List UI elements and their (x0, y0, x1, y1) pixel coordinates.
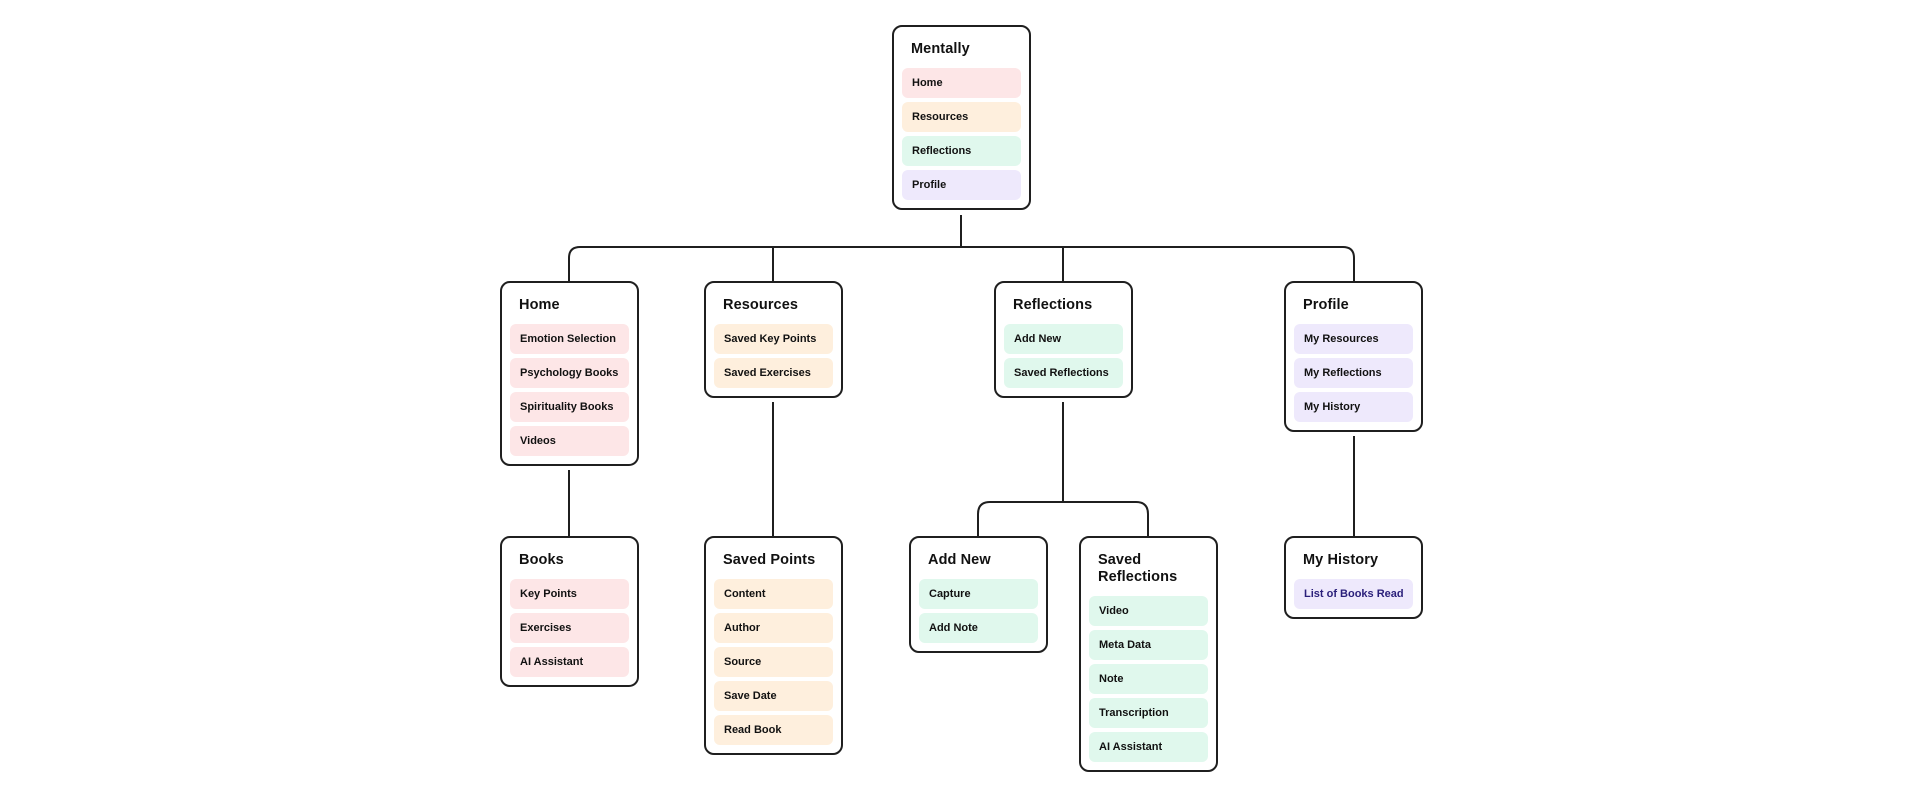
node-item-add-new: Add New (1004, 324, 1123, 354)
node-item-profile: Profile (902, 170, 1021, 200)
node-title: Profile (1303, 297, 1349, 313)
node-item-note: Note (1089, 664, 1208, 694)
node-item-videos: Videos (510, 426, 629, 456)
node-item-my-reflections: My Reflections (1294, 358, 1413, 388)
node-item-save-date: Save Date (714, 681, 833, 711)
node-item-ai-assistant: AI Assistant (1089, 732, 1208, 762)
node-item-spirituality-books: Spirituality Books (510, 392, 629, 422)
node-title: Resources (723, 297, 799, 313)
node-item-read-book: Read Book (714, 715, 833, 745)
node-title: My History (1303, 552, 1379, 568)
node-title: Mentally (911, 41, 970, 57)
node-item-exercises: Exercises (510, 613, 629, 643)
node-item-emotion-selection: Emotion Selection (510, 324, 629, 354)
my-history-node-card: My History List of Books Read (1284, 536, 1423, 619)
node-item-saved-exercises: Saved Exercises (714, 358, 833, 388)
node-item-video: Video (1089, 596, 1208, 626)
node-item-my-resources: My Resources (1294, 324, 1413, 354)
node-item-ai-assistant: AI Assistant (510, 647, 629, 677)
node-item-meta-data: Meta Data (1089, 630, 1208, 660)
node-item-list-of-books-read: List of Books Read (1294, 579, 1413, 609)
node-item-add-note: Add Note (919, 613, 1038, 643)
node-title: Saved Reflections (1098, 552, 1178, 585)
node-title: Saved Points (723, 552, 816, 568)
node-item-key-points: Key Points (510, 579, 629, 609)
node-item-saved-key-points: Saved Key Points (714, 324, 833, 354)
node-item-psychology-books: Psychology Books (510, 358, 629, 388)
node-item-content: Content (714, 579, 833, 609)
node-title: Home (519, 297, 560, 313)
top-branch-line (568, 246, 1355, 284)
node-item-home: Home (902, 68, 1021, 98)
node-item-resources: Resources (902, 102, 1021, 132)
node-title: Add New (928, 552, 991, 568)
node-item-author: Author (714, 613, 833, 643)
reflections-split-line (977, 501, 1149, 539)
node-item-saved-reflections: Saved Reflections (1004, 358, 1123, 388)
node-title: Books (519, 552, 564, 568)
node-item-reflections: Reflections (902, 136, 1021, 166)
node-item-transcription: Transcription (1089, 698, 1208, 728)
profile-node-card: Profile My Resources My Reflections My His… (1284, 281, 1423, 432)
node-item-source: Source (714, 647, 833, 677)
node-title: Reflections (1013, 297, 1093, 313)
node-item-capture: Capture (919, 579, 1038, 609)
node-item-my-history: My History (1294, 392, 1413, 422)
